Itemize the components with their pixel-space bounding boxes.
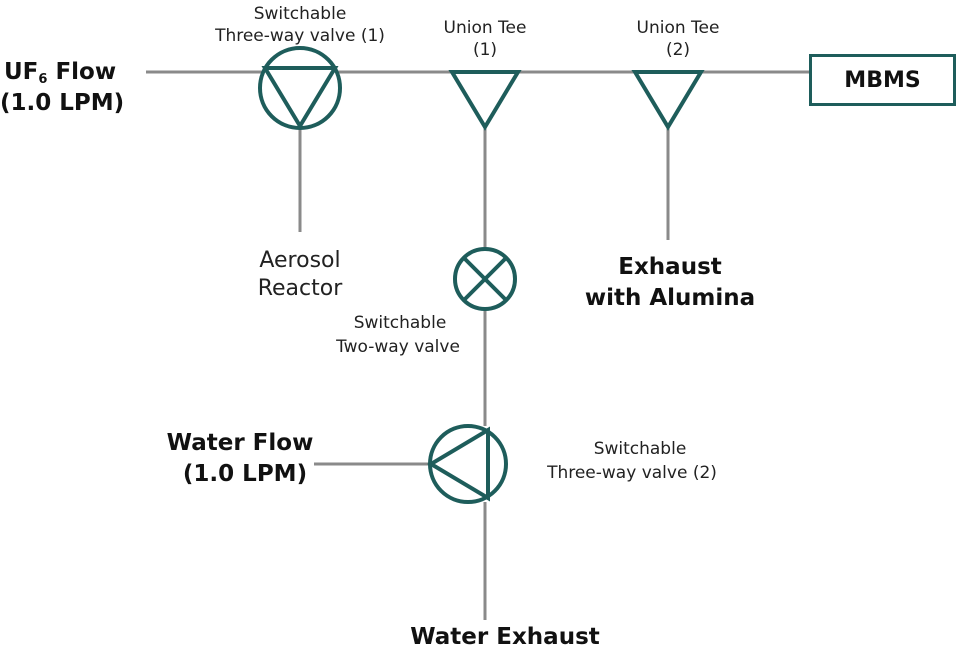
two-way-valve-label-line1: Switchable <box>353 313 447 333</box>
water-flow-line1: Water Flow <box>166 430 314 456</box>
union-tee-2-icon[interactable] <box>631 70 705 131</box>
mbms-box[interactable]: MBMS <box>809 54 956 106</box>
two-way-valve-icon[interactable] <box>453 247 517 311</box>
valve-1-label-line1: Switchable <box>253 4 347 24</box>
exhaust-alumina-line2: with Alumina <box>584 285 756 311</box>
three-way-valve-1-icon[interactable] <box>258 46 342 130</box>
valve-2-label-line2: Three-way valve (2) <box>547 463 717 483</box>
exhaust-alumina-line1: Exhaust <box>618 254 722 280</box>
aerosol-reactor-line2: Reactor <box>257 276 343 301</box>
uf6-flow-rate: (1.0 LPM) <box>0 90 125 116</box>
three-way-valve-2-icon[interactable] <box>427 424 508 504</box>
uf6-subscript: 6 <box>38 72 48 87</box>
uf6-flow-label: UF6 Flow <box>4 57 116 87</box>
water-flow-rate: (1.0 LPM) <box>182 461 308 487</box>
uf6-flow-suffix: Flow <box>47 59 117 85</box>
water-exhaust-label: Water Exhaust <box>410 624 600 650</box>
uf6-species: UF <box>4 59 39 85</box>
two-way-valve-label-line2: Two-way valve <box>336 337 460 357</box>
aerosol-reactor-line1: Aerosol <box>259 248 341 273</box>
mbms-label: MBMS <box>844 67 921 93</box>
tee-2-label-line1: Union Tee <box>636 18 720 38</box>
union-tee-1-icon[interactable] <box>448 70 522 131</box>
tee-1-label-line2: (1) <box>472 40 498 60</box>
valve-2-label-line1: Switchable <box>593 439 687 459</box>
tee-1-label-line1: Union Tee <box>443 18 527 38</box>
valve-1-label-line2: Three-way valve (1) <box>215 26 385 46</box>
tee-2-label-line2: (2) <box>665 40 691 60</box>
